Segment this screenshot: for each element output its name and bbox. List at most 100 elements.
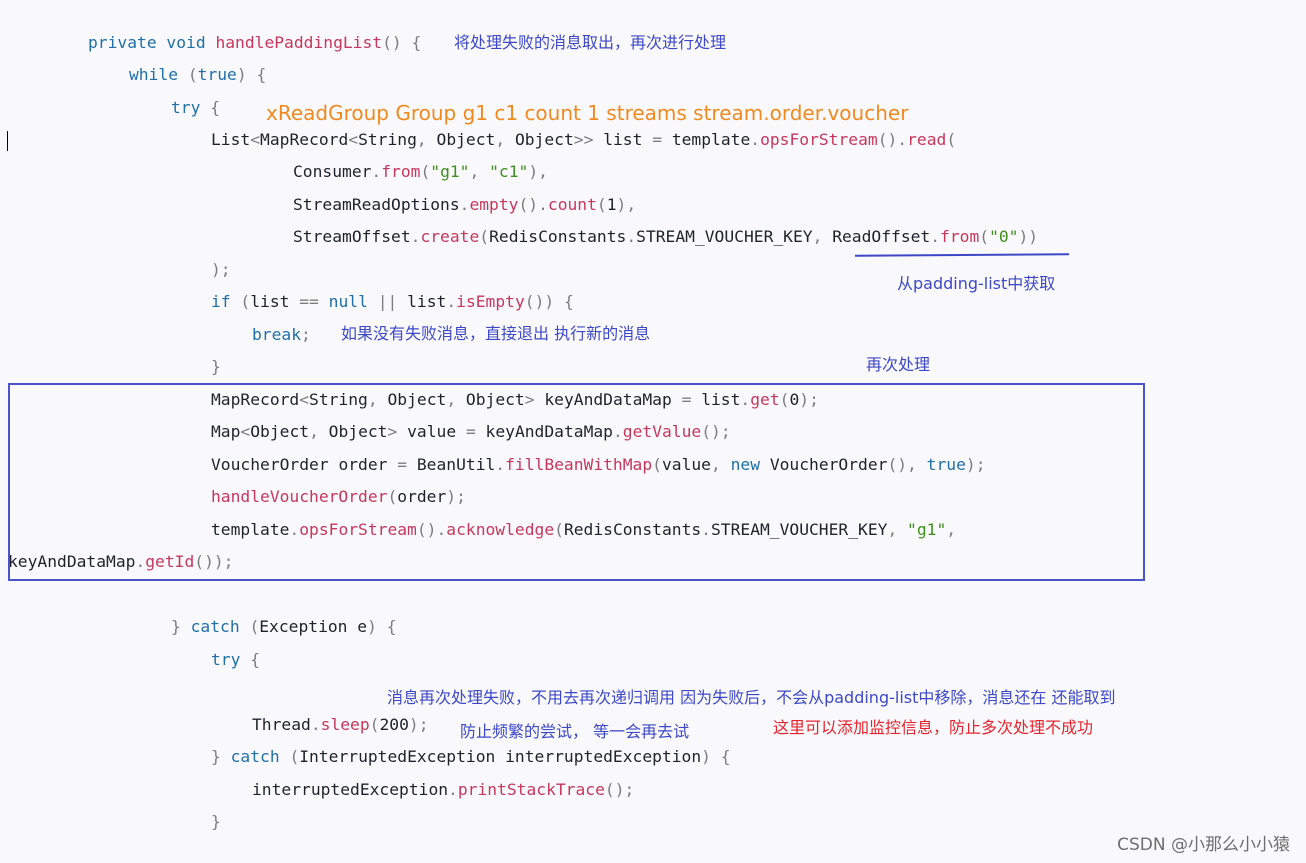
code-token: Map bbox=[211, 422, 241, 441]
code-token: create bbox=[420, 227, 480, 246]
code-token: , bbox=[887, 520, 908, 539]
code-token: StreamReadOptions bbox=[293, 195, 460, 214]
code-token: fillBeanWithMap bbox=[505, 455, 653, 474]
annotation-reprocess: 再次处理 bbox=[866, 355, 931, 374]
code-token: } bbox=[211, 812, 221, 831]
code-token: ( bbox=[187, 65, 198, 84]
code-line: interruptedException.printStackTrace(); bbox=[252, 776, 634, 804]
code-token: . bbox=[459, 195, 470, 214]
code-token: ( bbox=[240, 292, 251, 311]
code-token: . bbox=[612, 422, 623, 441]
code-line: handleVoucherOrder(order); bbox=[211, 483, 466, 511]
code-token: true bbox=[926, 455, 966, 474]
code-token: . bbox=[310, 715, 321, 734]
code-token: (), bbox=[887, 455, 927, 474]
code-token: Thread bbox=[252, 715, 311, 734]
code-token: if bbox=[211, 292, 241, 311]
csdn-watermark: CSDN @小那么小小猿 bbox=[1117, 835, 1290, 855]
code-token: ( bbox=[596, 195, 607, 214]
code-token: RedisConstants bbox=[563, 520, 702, 539]
code-token: , bbox=[812, 227, 833, 246]
code-token: . bbox=[495, 455, 506, 474]
code-token: Object bbox=[328, 422, 388, 441]
code-token: list bbox=[701, 390, 741, 409]
code-token: template bbox=[211, 520, 290, 539]
code-token: ); bbox=[408, 715, 429, 734]
code-token: list bbox=[603, 130, 653, 149]
code-line: } bbox=[211, 353, 221, 381]
annotation-monitor: 这里可以添加监控信息，防止多次处理不成功 bbox=[773, 718, 1094, 737]
code-token: try bbox=[211, 650, 251, 669]
code-token: ( bbox=[420, 162, 431, 181]
code-token: e bbox=[357, 617, 368, 636]
code-token: MapRecord bbox=[211, 390, 300, 409]
code-token: ( bbox=[554, 520, 564, 539]
code-token: ); bbox=[799, 390, 819, 409]
code-token: new bbox=[730, 455, 770, 474]
code-token: . bbox=[750, 130, 761, 149]
code-token: } bbox=[171, 617, 191, 636]
code-token: || bbox=[377, 292, 408, 311]
code-token: MapRecord bbox=[260, 130, 349, 149]
code-token: VoucherOrder bbox=[769, 455, 888, 474]
code-token: . bbox=[701, 520, 711, 539]
code-token: StreamOffset bbox=[293, 227, 411, 246]
code-token: ( bbox=[779, 390, 790, 409]
code-token: ( bbox=[369, 715, 380, 734]
code-token: RedisConstants bbox=[489, 227, 627, 246]
code-token: ); bbox=[446, 487, 466, 506]
code-line: ); bbox=[211, 256, 231, 284]
code-token: keyAndDataMap bbox=[8, 552, 136, 571]
code-token: ( bbox=[979, 227, 990, 246]
code-token: > bbox=[387, 422, 408, 441]
code-token: List bbox=[211, 130, 251, 149]
code-token: . bbox=[135, 552, 146, 571]
readoffset-underline bbox=[854, 253, 1070, 257]
code-token: (); bbox=[701, 422, 731, 441]
code-token: "c1" bbox=[489, 162, 529, 181]
code-token: from bbox=[940, 227, 980, 246]
code-token: "0" bbox=[989, 227, 1019, 246]
code-line: try { bbox=[171, 94, 220, 122]
text-cursor bbox=[7, 131, 8, 151]
code-token: catch bbox=[230, 747, 290, 766]
code-line: keyAndDataMap.getId()); bbox=[8, 548, 233, 576]
code-line: } catch (InterruptedException interrupte… bbox=[211, 743, 731, 771]
code-line: List<MapRecord<String, Object, Object>> … bbox=[211, 126, 956, 154]
code-token: String bbox=[358, 130, 417, 149]
code-token: < bbox=[250, 130, 261, 149]
code-token: try bbox=[171, 98, 211, 117]
code-token: STREAM_VOUCHER_KEY bbox=[636, 227, 813, 246]
code-token: null bbox=[328, 292, 378, 311]
code-token: , bbox=[946, 520, 957, 539]
code-token: printStackTrace bbox=[457, 780, 605, 799]
code-token: interruptedException bbox=[252, 780, 449, 799]
code-line: } bbox=[211, 808, 221, 836]
code-line: while (true) { bbox=[129, 61, 266, 89]
code-token: template bbox=[671, 130, 751, 149]
code-token: Object bbox=[514, 130, 574, 149]
code-token: empty bbox=[469, 195, 519, 214]
code-line: Consumer.from("g1", "c1"), bbox=[293, 158, 548, 186]
code-token: . bbox=[289, 520, 300, 539]
code-token: isEmpty bbox=[456, 292, 525, 311]
code-token: ( bbox=[249, 617, 260, 636]
code-token: )) bbox=[1018, 227, 1039, 246]
code-token: handleVoucherOrder bbox=[211, 487, 388, 506]
code-token: = bbox=[681, 390, 702, 409]
code-token: count bbox=[547, 195, 597, 214]
code-token: STREAM_VOUCHER_KEY bbox=[710, 520, 888, 539]
annotation-failure: 消息再次处理失败，不用去再次递归调用 因为失败后，不会从padding-list… bbox=[387, 688, 1116, 707]
code-token: ( bbox=[479, 227, 490, 246]
code-token: < bbox=[299, 390, 310, 409]
code-token: true bbox=[197, 65, 237, 84]
code-token: acknowledge bbox=[446, 520, 555, 539]
code-token: keyAndDataMap bbox=[485, 422, 613, 441]
code-token: ( bbox=[289, 747, 300, 766]
code-token: value bbox=[407, 422, 466, 441]
code-line: private void handlePaddingList() { bbox=[88, 29, 431, 57]
code-token: Consumer bbox=[293, 162, 372, 181]
code-line: try { bbox=[211, 646, 260, 674]
reprocess-highlight-box bbox=[8, 383, 1145, 581]
